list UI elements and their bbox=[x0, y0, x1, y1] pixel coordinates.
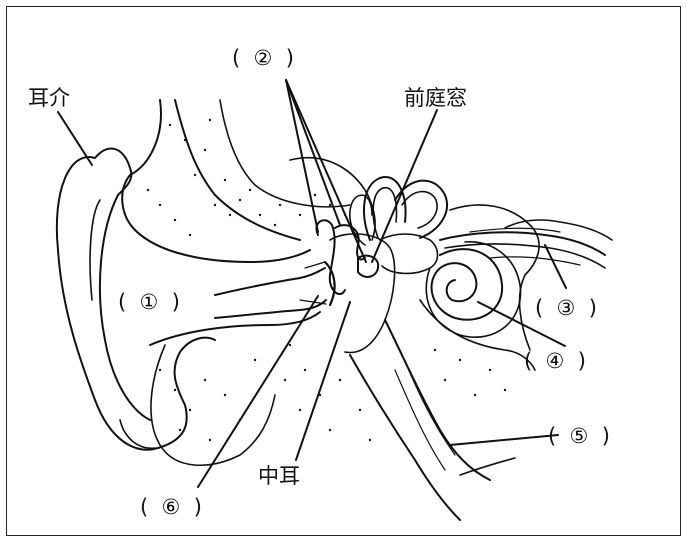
label-oval-window: 前庭窓 bbox=[404, 88, 467, 109]
leader-middle-ear bbox=[296, 302, 350, 460]
label-auricle: 耳介 bbox=[28, 88, 70, 109]
label-blank-3: ( ③ ) bbox=[535, 298, 597, 319]
malleus bbox=[316, 220, 345, 294]
label-blank-1: ( ① ) bbox=[118, 292, 180, 313]
label-blank-6: ( ⑥ ) bbox=[140, 497, 202, 518]
right-bone bbox=[450, 205, 539, 350]
temporal-bone-upper bbox=[122, 100, 310, 262]
vestibule bbox=[380, 234, 438, 273]
semicircular-canal-2-inner bbox=[402, 192, 437, 228]
auricle-helix bbox=[95, 149, 131, 195]
lower-bone-outline bbox=[151, 345, 275, 465]
auricle-fold bbox=[90, 200, 100, 300]
label-blank-5: ( ⑤ ) bbox=[548, 426, 610, 447]
label-blank-4: ( ④ ) bbox=[524, 351, 586, 372]
label-blank-2: ( ② ) bbox=[232, 48, 294, 69]
leader-2a bbox=[286, 80, 318, 232]
temporal-bone-inner bbox=[175, 100, 300, 240]
auditory-nerve bbox=[440, 232, 605, 255]
ear-canal-upper bbox=[215, 268, 325, 295]
leader-5 bbox=[450, 435, 558, 445]
leader-3 bbox=[545, 245, 566, 288]
label-middle-ear: 中耳 bbox=[258, 466, 300, 487]
leader-auricle bbox=[58, 112, 92, 165]
leader-2c bbox=[286, 80, 366, 262]
eustachian-tube-upper bbox=[385, 320, 490, 480]
temporal-bone-ridge bbox=[220, 100, 350, 207]
leader-lines bbox=[58, 80, 566, 487]
